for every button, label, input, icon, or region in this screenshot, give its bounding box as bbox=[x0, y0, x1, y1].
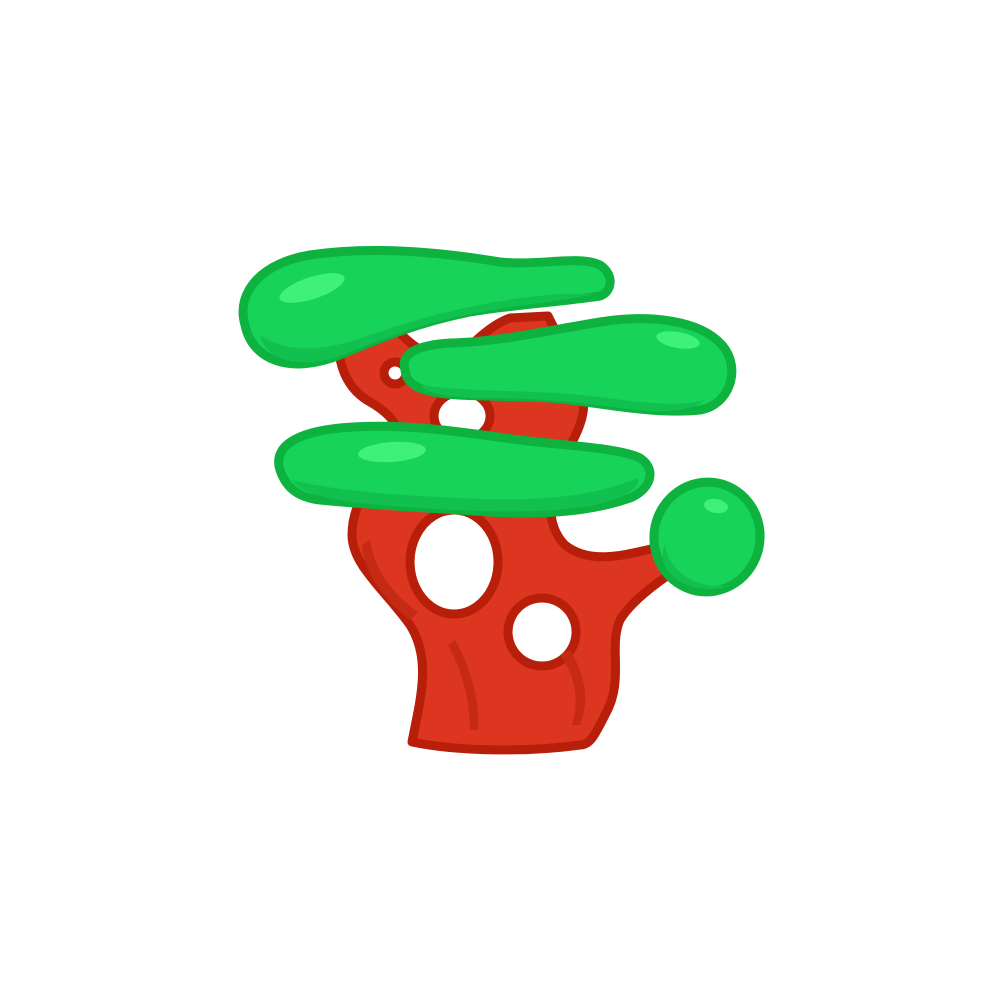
foliage-pad-top bbox=[238, 246, 615, 369]
bark-shade-1 bbox=[448, 640, 479, 730]
foliage-pad-middle bbox=[399, 314, 737, 416]
foliage-pad-lower-highlight bbox=[358, 441, 426, 463]
foliage-pad-top-shade bbox=[260, 294, 595, 363]
foliage-pad-round-shape bbox=[649, 477, 765, 597]
foliage-pad-top-highlight bbox=[279, 273, 345, 303]
foliage-pad-round-shade bbox=[662, 545, 730, 590]
foliage-pad-middle-shade bbox=[420, 385, 705, 412]
foliage-pad-lower-shade bbox=[292, 478, 639, 512]
foliage-pad-round bbox=[649, 477, 765, 597]
foliage-pad-round-highlight bbox=[704, 498, 728, 514]
foliage-pad-middle-highlight bbox=[656, 331, 700, 349]
bark-shade-3 bbox=[560, 650, 586, 725]
foliage-pad-lower bbox=[274, 421, 655, 518]
bark-shade-2 bbox=[362, 540, 418, 620]
